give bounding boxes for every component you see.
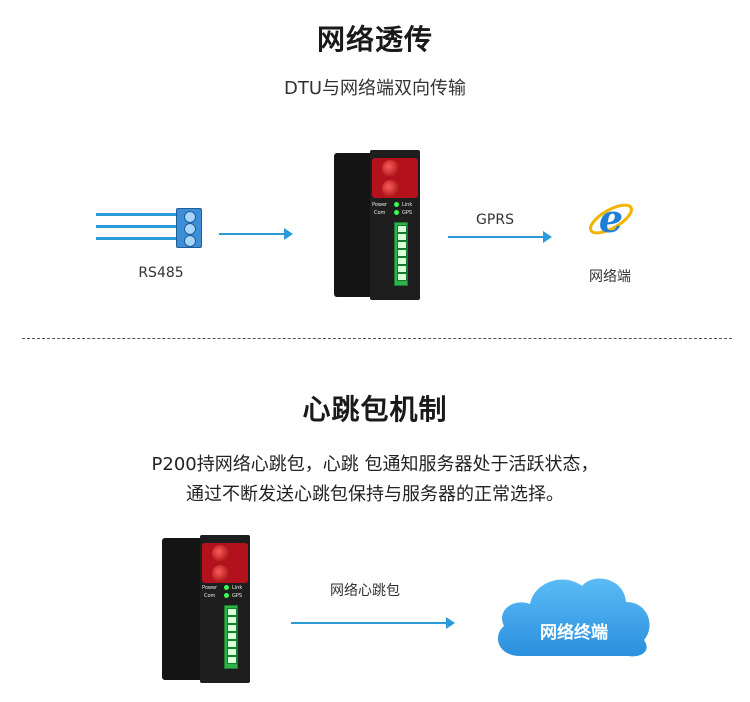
cloud-icon: 网络终端 <box>490 566 658 666</box>
heartbeat-label: 网络心跳包 <box>330 583 400 599</box>
power-label: Power <box>202 585 218 591</box>
com-label: Com <box>374 210 386 216</box>
terminal-block-icon <box>176 208 202 248</box>
rs485-connector <box>96 208 226 248</box>
terminal-strip <box>394 222 408 286</box>
link-label: Link <box>402 202 413 208</box>
link-label: Link <box>232 585 243 591</box>
wire <box>96 213 178 216</box>
section1-title: 网络透传 <box>316 23 433 56</box>
com-label: Com <box>204 593 216 599</box>
gprs-label: GPRS <box>476 212 514 228</box>
section2-title: 心跳包机制 <box>302 393 448 426</box>
led-icon <box>394 210 399 215</box>
terminal-strip <box>224 605 238 669</box>
rs485-label: RS485 <box>138 265 184 281</box>
dtu-device-image: Power Link Com GPS <box>334 150 420 300</box>
antenna-icon <box>382 160 399 177</box>
ie-browser-icon: e <box>586 194 636 244</box>
wire <box>96 237 178 240</box>
arrow-to-cloud <box>291 617 455 629</box>
power-label: Power <box>372 202 388 208</box>
description-line-2: 通过不断发送心跳包保持与服务器的正常选择。 <box>186 484 564 505</box>
section-divider <box>22 338 732 339</box>
cloud-label: 网络终端 <box>540 623 608 643</box>
network-label: 网络端 <box>589 269 631 285</box>
svg-text:e: e <box>599 196 623 241</box>
wire <box>96 225 178 228</box>
section1-subtitle: DTU与网络端双向传输 <box>283 78 467 99</box>
gps-label: GPS <box>402 210 413 216</box>
description-line-1: P200持网络心跳包，心跳 包通知服务器处于活跃状态， <box>151 454 599 475</box>
led-icon <box>394 202 399 207</box>
arrow-to-network <box>448 231 552 243</box>
antenna-icon <box>212 545 229 562</box>
arrow-to-device <box>219 228 293 240</box>
gps-label: GPS <box>232 593 243 599</box>
antenna-icon <box>212 565 229 582</box>
led-icon <box>224 593 229 598</box>
antenna-icon <box>382 180 399 197</box>
dtu-device-image: Power Link Com GPS <box>162 535 250 683</box>
led-icon <box>224 585 229 590</box>
